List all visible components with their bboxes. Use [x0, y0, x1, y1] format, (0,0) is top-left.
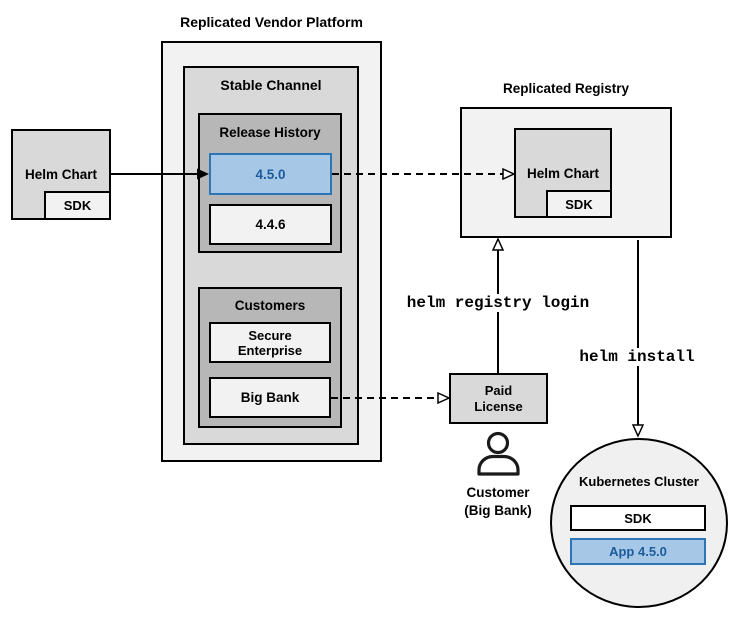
- kubernetes-cluster-label: Kubernetes Cluster: [579, 474, 699, 489]
- person-icon: [477, 431, 520, 476]
- registry-sdk-box: SDK: [546, 190, 612, 218]
- customer-big-bank: Big Bank: [209, 377, 331, 418]
- registry-title: Replicated Registry: [502, 81, 630, 96]
- arrow-registry-to-cluster: [631, 240, 645, 438]
- paid-license-line1: Paid: [484, 382, 513, 398]
- release-4-5-0: 4.5.0: [209, 153, 332, 195]
- customer-caption-line1: Customer: [466, 485, 530, 500]
- customer-secure-enterprise-label: Secure Enterprise: [237, 327, 303, 358]
- vendor-platform-title: Replicated Vendor Platform: [180, 14, 363, 30]
- customer-caption-line2: (Big Bank): [464, 503, 532, 518]
- command-helm-install: helm install: [537, 348, 737, 366]
- release-history-label: Release History: [219, 125, 321, 140]
- customer-caption: Customer (Big Bank): [438, 484, 558, 520]
- customers-label: Customers: [234, 298, 306, 313]
- source-sdk-box: SDK: [44, 191, 111, 220]
- cluster-sdk-box: SDK: [570, 505, 706, 531]
- paid-license-line2: License: [474, 398, 523, 414]
- cluster-app-box: App 4.5.0: [570, 538, 706, 565]
- stable-channel-label: Stable Channel: [220, 77, 322, 93]
- command-helm-registry-login: helm registry login: [398, 294, 598, 312]
- paid-license-box: Paid License: [449, 373, 548, 424]
- customer-secure-enterprise: Secure Enterprise: [209, 322, 331, 363]
- release-4-4-6: 4.4.6: [209, 204, 332, 245]
